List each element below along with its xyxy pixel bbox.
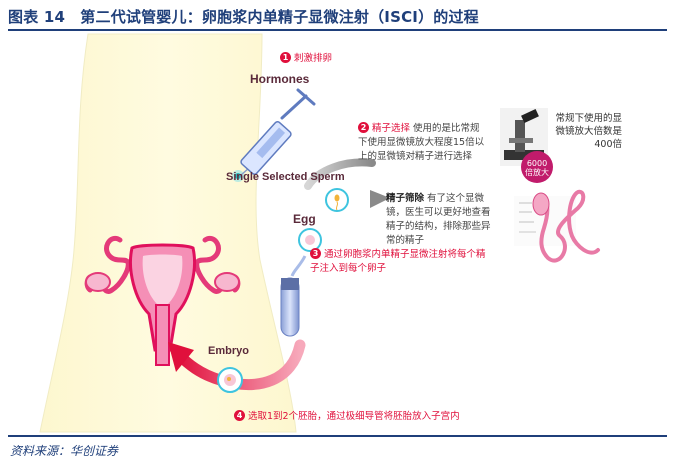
embryo-icon	[217, 367, 243, 393]
step-1-number: 1	[280, 52, 291, 63]
step-2-body: 使用的是比常规下使用显微镜放大程度15倍以上的显微镜对精子进行选择	[358, 123, 485, 162]
magnification-badge-text: 6000倍放大	[525, 159, 549, 177]
step-2-title: 精子选择	[372, 123, 411, 134]
step-2-number: 2	[358, 122, 369, 133]
body-silhouette	[39, 33, 297, 433]
test-tube-icon	[280, 277, 300, 337]
figure-title: 图表 14 第二代试管婴儿：卵胞浆内单精子显微注射（ISCI）的过程	[8, 8, 479, 26]
step-3-title: 通过卵胞浆内单精子显微注射将每个精子注入到每个卵子	[310, 249, 486, 274]
uterus-illustration	[84, 235, 241, 366]
sperm-icon	[325, 188, 349, 212]
microscope-note: 常规下使用的显微镜放大倍数是400倍	[555, 113, 622, 150]
sperm-screening-title: 精子筛除	[386, 193, 425, 204]
selection-arrow	[304, 158, 376, 190]
sperm-detail-icon	[514, 189, 600, 263]
step-3-number: 3	[310, 248, 321, 259]
egg-label: Egg	[293, 212, 316, 226]
sperm-screening: 精子筛除 有了这个显微镜，医生可以更好地查看精子的结构，排除那些异常的精子	[386, 192, 498, 248]
footer-rule	[8, 435, 667, 437]
step-4-number: 4	[234, 410, 245, 421]
step-4-title: 选取1到2个胚胎，通过极细导管将胚胎放入子宫内	[248, 411, 460, 422]
syringe-icon	[239, 88, 316, 177]
figure-source: 资料来源：华创证券	[10, 444, 119, 458]
magnification-badge	[521, 151, 553, 183]
title-rule	[8, 29, 667, 31]
hormones-label: Hormones	[250, 72, 310, 86]
sperm-label: Single Selected Sperm	[226, 171, 345, 183]
step-1-title: 刺激排卵	[294, 53, 333, 64]
sperm-screening-body: 有了这个显微镜，医生可以更好地查看精子的结构，排除那些异常的精子	[386, 193, 491, 246]
embryo-label: Embryo	[208, 345, 249, 357]
